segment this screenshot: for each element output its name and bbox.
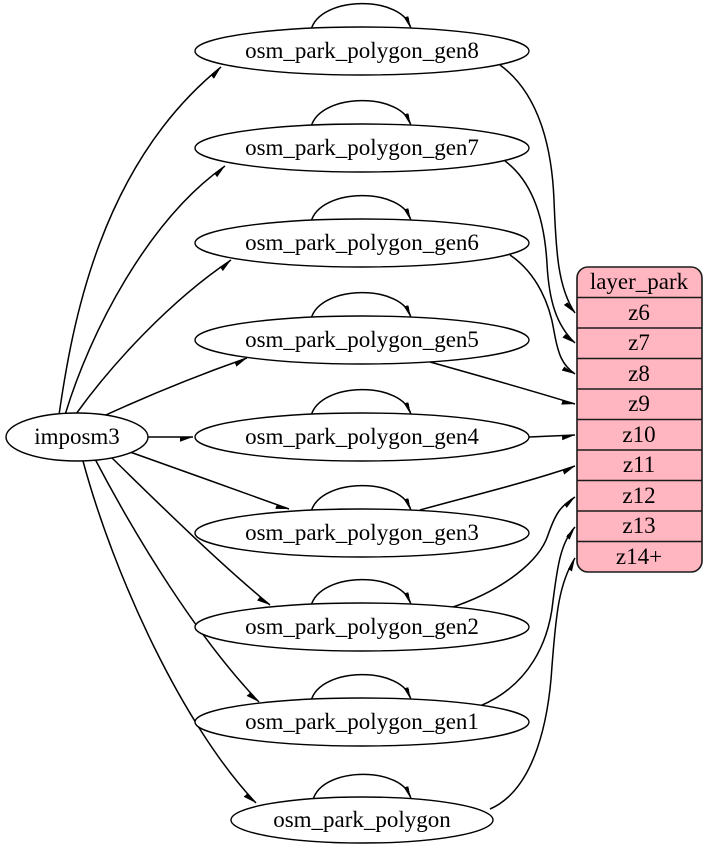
- imposm3-label: imposm3: [34, 424, 120, 449]
- gen3-ellipse: [194, 508, 530, 558]
- self-loop-gen6: [310, 194, 412, 223]
- node-osm-park-polygon-gen4: osm_park_polygon_gen4: [194, 412, 530, 462]
- osm-park-polygon-label: osm_park_polygon: [273, 807, 451, 832]
- gen5-label: osm_park_polygon_gen5: [245, 327, 479, 352]
- self-loop-gen8: [310, 2, 412, 31]
- edge-imposm3-to-gen5: [94, 357, 248, 421]
- row-z8: z8: [628, 361, 650, 386]
- gen2-ellipse: [194, 602, 530, 652]
- gen7-label: osm_park_polygon_gen7: [245, 135, 479, 160]
- edge-gen1-to-z13: [479, 526, 576, 707]
- edge-gen4-to-z10: [528, 434, 576, 437]
- node-osm-park-polygon-gen3: osm_park_polygon_gen3: [194, 508, 530, 558]
- node-osm-park-polygon-gen6: osm_park_polygon_gen6: [194, 218, 530, 268]
- edge-gen3-to-z11: [419, 465, 576, 511]
- row-z14: z14+: [616, 544, 662, 569]
- gen6-ellipse: [194, 218, 530, 268]
- gen4-label: osm_park_polygon_gen4: [245, 424, 479, 449]
- gen5-ellipse: [194, 315, 530, 365]
- row-z7: z7: [628, 330, 650, 355]
- row-z12: z12: [622, 483, 655, 508]
- edge-gen5-to-z9: [429, 361, 576, 405]
- edge-gen6-to-z8: [509, 254, 576, 375]
- gen7-ellipse: [194, 123, 530, 173]
- gen1-ellipse: [194, 697, 530, 747]
- edge-gen7-to-z7: [504, 160, 576, 344]
- edge-imposm3-to-gen1: [94, 458, 260, 703]
- edge-gen8-to-z6: [499, 64, 576, 314]
- gen3-label: osm_park_polygon_gen3: [245, 520, 479, 545]
- row-z6: z6: [628, 300, 650, 325]
- row-z13: z13: [622, 513, 655, 538]
- gen1-label: osm_park_polygon_gen1: [245, 709, 479, 734]
- node-osm-park-polygon-gen2: osm_park_polygon_gen2: [194, 602, 530, 652]
- self-loop-gen4: [310, 388, 412, 417]
- node-osm-park-polygon-gen7: osm_park_polygon_gen7: [194, 123, 530, 173]
- self-loop-gen1: [310, 673, 412, 702]
- edge-imposm3-to-gen8: [58, 66, 222, 416]
- self-loop-gen3: [310, 484, 412, 513]
- node-osm-park-polygon-gen5: osm_park_polygon_gen5: [194, 315, 530, 365]
- layer-park-title: layer_park: [590, 269, 689, 294]
- node-osm-park-polygon-gen1: osm_park_polygon_gen1: [194, 697, 530, 747]
- row-z11: z11: [623, 452, 655, 477]
- edge-gen2-to-z12: [449, 496, 576, 609]
- self-loop-gen5: [310, 291, 412, 320]
- edge-imposm3-to-osm-park-polygon: [82, 460, 257, 804]
- node-osm-park-polygon: osm_park_polygon: [230, 796, 494, 844]
- gen8-ellipse: [194, 26, 530, 76]
- gen6-label: osm_park_polygon_gen6: [245, 230, 479, 255]
- imposm3-ellipse: [5, 412, 149, 462]
- edge-imposm3-to-gen3: [129, 451, 290, 510]
- gen2-label: osm_park_polygon_gen2: [245, 614, 479, 639]
- edges-to-layer-park: [419, 64, 576, 810]
- edges-from-imposm3: [58, 66, 290, 804]
- node-osm-park-polygon-gen8: osm_park_polygon_gen8: [194, 26, 530, 76]
- self-loop-gen2: [310, 578, 412, 607]
- edge-imposm3-to-gen6: [75, 259, 232, 415]
- osm-park-polygon-ellipse: [230, 796, 494, 844]
- edge-osm-park-polygon-to-z14: [489, 557, 576, 810]
- edge-imposm3-to-gen2: [110, 456, 271, 606]
- gen4-ellipse: [194, 412, 530, 462]
- self-loop-osm-park-polygon: [312, 773, 412, 801]
- edge-imposm3-to-gen7: [64, 165, 226, 416]
- node-layer-park: layer_park z6 z7 z8 z9 z10 z11 z12 z13 z…: [576, 266, 703, 573]
- self-loops: [310, 2, 412, 801]
- self-loop-gen7: [310, 99, 412, 128]
- gen8-label: osm_park_polygon_gen8: [245, 38, 479, 63]
- node-imposm3: imposm3: [5, 412, 149, 462]
- row-z10: z10: [622, 422, 655, 447]
- row-z9: z9: [628, 391, 650, 416]
